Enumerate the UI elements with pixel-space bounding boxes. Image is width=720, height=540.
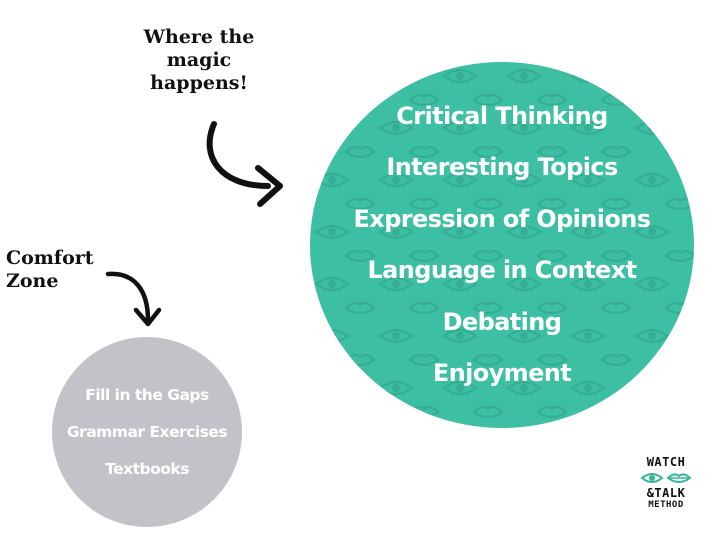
magic-zone-item: Critical Thinking [396,101,608,130]
magic-zone-item: Enjoyment [432,359,572,387]
magic-zone-label: Where the magic happens! [136,26,262,95]
comfort-label-line: Zone [6,270,59,292]
logo-line-method: METHOD [648,500,684,510]
comfort-zone-item: Fill in the Gaps [85,385,209,404]
magic-label-line: happens! [150,72,248,94]
comfort-zone-item: Textbooks [105,459,189,478]
magic-label-line: Where the [143,26,255,48]
comfort-zone-item: Grammar Exercises [66,422,228,441]
logo-line-watch: WATCH [646,455,686,469]
magic-zone-item: Debating [442,307,562,336]
magic-label-line: magic [166,49,232,71]
magic-zone-item: Language in Context [367,256,637,284]
comfort-zone-label: Comfort Zone [6,247,116,293]
curved-arrow-icon [206,121,283,207]
comfort-zone-circle: Fill in the Gaps Grammar Exercises Textb… [52,337,242,527]
eye-lips-pattern [310,62,694,428]
lips-icon [666,473,692,483]
logo-line-talk: &TALK [646,486,686,500]
magic-zone-item: Expression of Opinions [353,204,652,233]
comfort-label-line: Comfort [6,247,94,269]
magic-zone-list: Critical Thinking Interesting Topics Exp… [353,91,652,400]
eye-lips-logo-icon [640,473,692,483]
watch-and-talk-logo: WATCH &TALK METHOD [638,456,694,511]
eye-icon [640,473,664,483]
comfort-zone-list: Fill in the Gaps Grammar Exercises Textb… [66,377,228,488]
magic-zone-item: Interesting Topics [386,153,618,181]
magic-zone-circle: Critical Thinking Interesting Topics Exp… [310,62,694,428]
curved-arrow-icon [105,271,162,327]
